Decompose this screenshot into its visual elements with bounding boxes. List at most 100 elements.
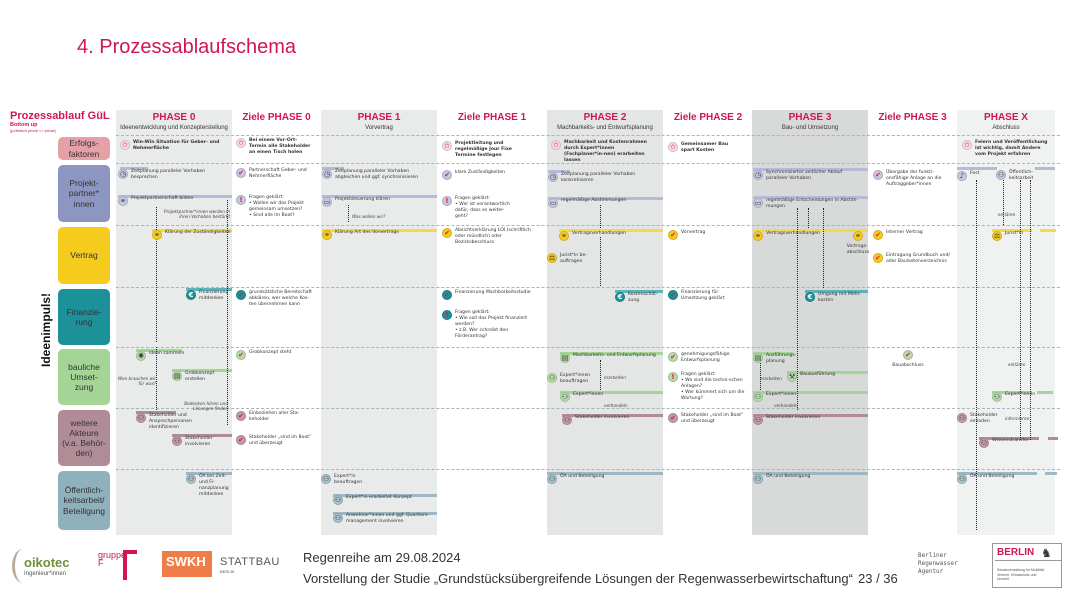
phase-title: PHASE 1 [357,112,401,123]
side-label: Ideenimpuls! [39,292,53,368]
process-step: ✔Grobkonzept steht [236,350,314,360]
process-step: ✔Finanzierung Machbarkeitsstudie [442,290,532,300]
process-step: ▤Grobkonzept erstellen [172,371,222,383]
column-bg [664,110,752,535]
row-divider [116,135,1060,136]
process-step: !Fragen geklärt: • Wollen wir das Projek… [236,195,314,219]
phase-bar [322,229,437,232]
process-step: ✔klare Zuständigkeiten [442,170,532,180]
process-step: ✩Projektleitung und regelmäßige Jour Fix… [442,141,532,159]
flow-annotation: erarbeiten [604,375,626,380]
step-text: ÖA bei Zeit- und Fi-nanzplanung mitdenke… [199,474,229,497]
step-text: Synchronisierter zeitlicher Ablauf paral… [766,170,843,181]
column-bg [321,110,437,535]
row-label: bauliche Umset- zung [58,349,110,405]
row-label: Projekt- partner* innen [58,165,110,222]
handshake-icon: ⚭ [118,196,128,206]
process-step: ⚇Öffentlich-keitsarbeit [996,170,1046,182]
process-step: ♪Fest [957,171,987,181]
process-step: ✔Eintragung Grundbuch und/ oder Baulaste… [873,253,953,265]
step-text: ÖA und Beteiligung [766,474,811,479]
diagram-header: Prozessablauf GüL Bottom up (juristisch … [10,110,110,133]
phase-bar [753,472,868,475]
phase-bar [560,352,663,355]
process-step: ▭regelmäßige Entscheidungen in Abstim-mu… [753,198,858,210]
column-bg [438,110,546,535]
steering-icon: ▭ [322,197,332,207]
check-icon: ✔ [236,411,246,421]
flow-annotation: verhandeln [774,403,798,408]
step-text: Bauabschluss [892,363,924,368]
flow-arrow [797,208,798,410]
phase-bar [322,167,344,170]
clock-icon: ◷ [753,170,763,180]
process-step: !Fragen geklärt: • Wer ist verantwortlic… [442,196,512,220]
process-step: €Kostenschät-zung [615,292,663,304]
process-step: ⚭Vertragsverhandlungen [559,231,659,241]
flow-annotation: Wen brauchen wir für was? [117,376,156,387]
phase-bar [615,290,663,293]
column-bg [547,110,663,535]
phase-bar [957,167,997,170]
plan-icon: ▤ [560,353,570,363]
step-text: Zeitplanung paralleler Vorhaben besprech… [131,169,206,180]
phase-bar [547,472,663,475]
phase-subtitle: Abschluss [992,125,1020,131]
footer-presentation: Vorstellung der Studie „Grundstücksüberg… [303,571,853,586]
process-step: ✔Stakeholder „sind im Boot“ und überzeug… [236,435,314,447]
column-bg [752,110,868,535]
phase-bar [118,195,232,198]
clock-icon: ◷ [118,169,128,179]
check-icon: ✔ [236,435,246,445]
flow-annotation: Projektpartner*innen werden in ihren Vor… [163,209,230,220]
step-text: Bauausführung [800,372,836,377]
process-step: ✩Bei einem Vor-Ort-Termin alle Stakehold… [236,138,314,156]
step-text: Übergabe der funkti-onsfähige Anlage an … [886,170,942,187]
step-text: Machbarkeits- und Entwurfsplanung [573,353,656,358]
phase-bar [753,414,868,417]
step-text: Zeitplanung paralleler Vorhaben konkreti… [561,172,636,183]
people-icon: ⚇ [321,474,331,484]
flow-arrow [156,347,157,410]
step-text: Machbarkeit und Kostenrahmen durch Exper… [564,140,647,163]
process-step: ✔Bauabschluss [873,350,943,369]
column-bg [116,110,232,535]
stattbau-logo: STATTBAU BERLIN [220,556,280,574]
phase-bar [120,167,148,170]
process-step: ⚇Stakeholder involvieren [562,415,662,425]
phase-header: Ziele PHASE 2 [664,112,752,125]
process-step: €Finanzierung mitdenken [186,290,232,302]
people-icon: ⚇ [172,436,182,446]
phase-subtitle: Bau- und Umsetzung [781,125,839,131]
phase-bar [805,290,868,293]
row-divider [116,408,1060,409]
step-text: Finanzierung mitdenken [199,290,229,301]
step-text: Stakeholder „sind im Boot“ und überzeugt [249,435,312,446]
handshake-icon: ⚭ [559,231,569,241]
process-step: ▤Ausführungs-planung [753,353,797,365]
check-icon: ✔ [236,350,246,360]
phase-bar [560,391,663,394]
phase-title: PHASE X [984,112,1028,123]
step-text: Expert*in beauftragen [334,474,363,485]
phase-bar [172,434,232,437]
phase-subtitle: Ideenentwicklung und Konzepterstellung [120,125,228,131]
step-text: regelmäßige Entscheidungen in Abstim-mun… [766,198,859,209]
row-divider [116,287,1060,288]
flow-annotation: Bedenken hören und Lösungen finden [184,401,228,412]
process-step: ⚇Expert*in beauftragen [321,474,381,486]
phase-bar [559,229,663,232]
process-step: ✔genehmigungsfähige Entwurfsplanung [668,352,748,364]
process-step: ✩Win-Win Situation für Geber- und Nehmer… [120,140,220,152]
page-title: 4. Prozessablaufschema [77,36,297,58]
phase-bar [562,414,663,417]
people-icon: ⚇ [547,373,557,383]
check-icon: ✔ [873,170,883,180]
handshake-icon: ⚭ [853,231,863,241]
check-icon: ✔ [442,290,452,300]
phase-bar [136,349,182,352]
column-bg [233,110,320,535]
step-text: Anwohner*innen und ggf. Quartiers-manage… [346,513,430,524]
check-icon: ✔ [668,413,678,423]
